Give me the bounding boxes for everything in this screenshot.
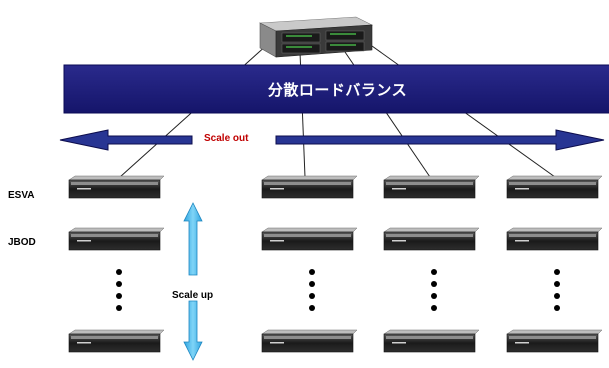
storage-unit-icon <box>68 329 165 353</box>
ellipsis-dot <box>431 293 437 299</box>
storage-unit-icon <box>383 329 480 353</box>
ellipsis-dot <box>431 269 437 275</box>
scale-out-arrow-icon <box>59 129 605 151</box>
ellipsis-dot <box>431 281 437 287</box>
ellipsis-dot <box>554 293 560 299</box>
ellipsis-dot <box>554 281 560 287</box>
ellipsis-dot <box>554 269 560 275</box>
storage-unit-icon <box>506 329 603 353</box>
scale-up-arrow-icon <box>183 202 203 361</box>
storage-unit-icon <box>261 175 358 199</box>
ellipsis-dot <box>431 305 437 311</box>
row-label-jbod: JBOD <box>8 237 36 248</box>
load-balancer-server-icon <box>258 16 374 58</box>
storage-unit-icon <box>68 175 165 199</box>
storage-array <box>68 175 603 353</box>
ellipsis-dot <box>309 269 315 275</box>
load-balance-banner <box>63 64 609 114</box>
storage-unit-icon <box>261 227 358 251</box>
banner-label: 分散ロードバランス <box>267 80 408 99</box>
ellipsis-dot <box>309 305 315 311</box>
continuation-dots <box>116 269 560 311</box>
ellipsis-dot <box>309 293 315 299</box>
row-label-esva: ESVA <box>8 190 35 201</box>
ellipsis-dot <box>116 305 122 311</box>
storage-unit-icon <box>261 329 358 353</box>
ellipsis-dot <box>554 305 560 311</box>
storage-unit-icon <box>506 175 603 199</box>
scale-out-label: Scale out <box>204 133 249 144</box>
ellipsis-dot <box>116 281 122 287</box>
storage-unit-icon <box>506 227 603 251</box>
storage-unit-icon <box>68 227 165 251</box>
scale-up-label: Scale up <box>172 290 214 301</box>
ellipsis-dot <box>309 281 315 287</box>
storage-unit-icon <box>383 227 480 251</box>
storage-unit-icon <box>383 175 480 199</box>
ellipsis-dot <box>116 269 122 275</box>
ellipsis-dot <box>116 293 122 299</box>
